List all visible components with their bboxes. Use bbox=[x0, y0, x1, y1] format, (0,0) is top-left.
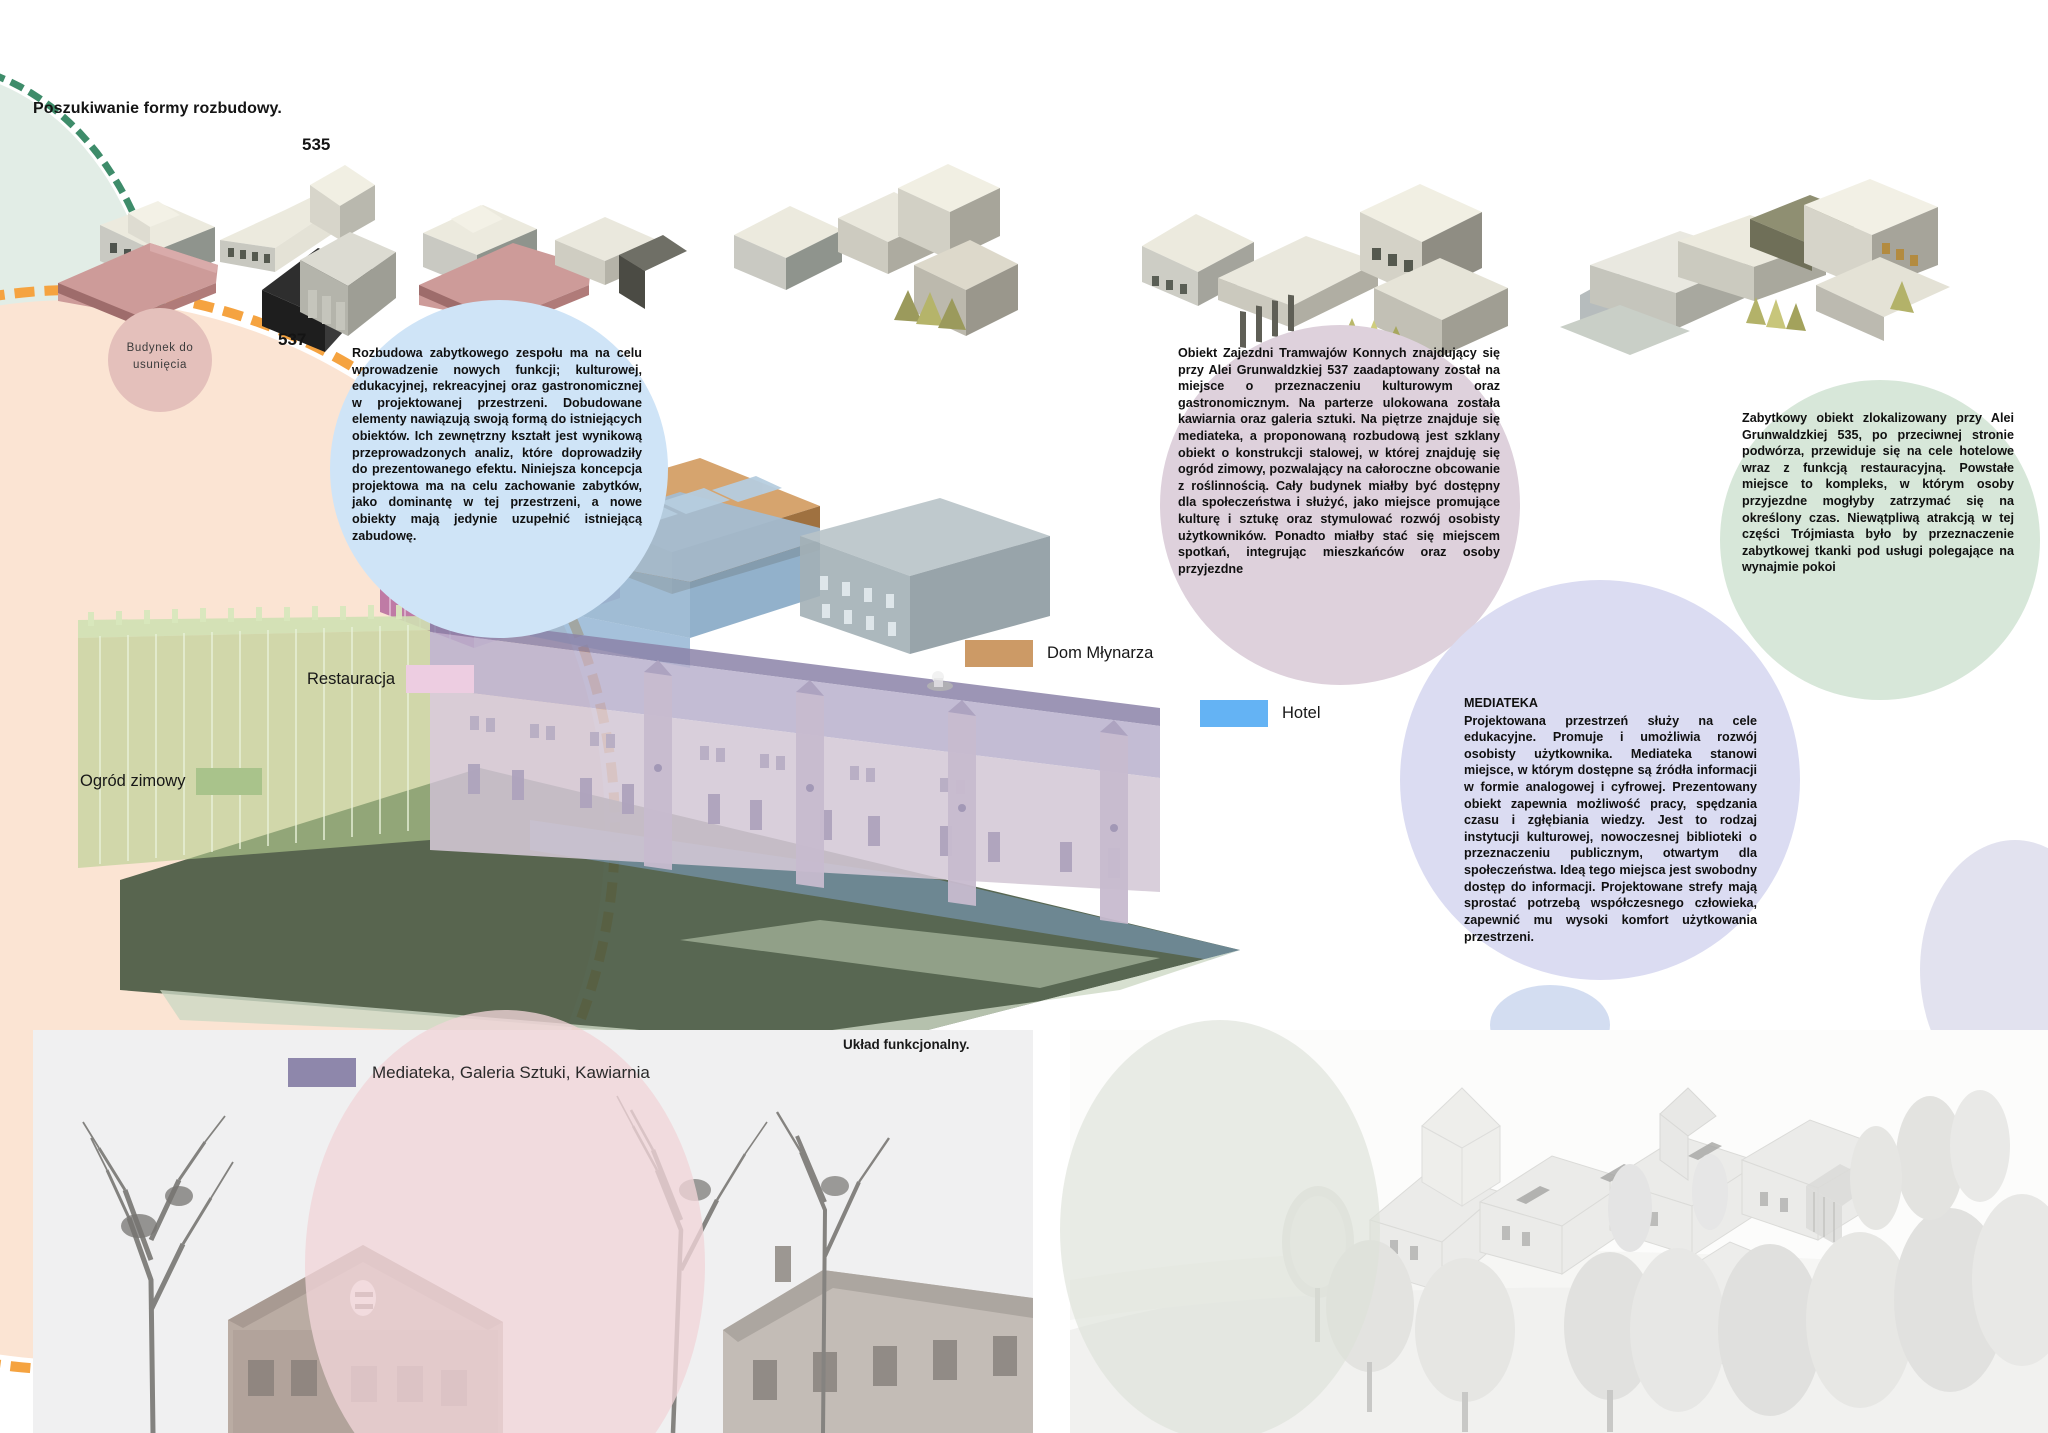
existing-wing-right bbox=[800, 498, 1050, 654]
callout-text-green-body: Zabytkowy obiekt zlokalizowany przy Alei… bbox=[1742, 411, 2014, 575]
legend-swatch-hotel bbox=[1200, 700, 1268, 727]
decorative-oval-grey bbox=[1060, 1020, 1380, 1433]
label-537: 537 bbox=[278, 330, 307, 349]
label-535: 535 bbox=[302, 135, 331, 154]
callout-text-mauve-body: Obiekt Zajezdni Tramwajów Konnych znajdu… bbox=[1178, 346, 1500, 576]
legend-label-hotel: Hotel bbox=[1282, 704, 1321, 722]
callout-text-blue-body: Rozbudowa zabytkowego zespołu ma na celu… bbox=[352, 346, 642, 543]
demolish-marker-circle bbox=[108, 308, 212, 412]
legend-label-dom-mlynarza: Dom Młynarza bbox=[1047, 644, 1154, 662]
legend-label-restauracja: Restauracja bbox=[307, 669, 396, 688]
legend-item-restauracja: Restauracja bbox=[307, 665, 475, 693]
demolish-line-2: usunięcia bbox=[133, 358, 187, 371]
callout-text-lavender-body: Projektowana przestrzeń służy na cele ed… bbox=[1464, 713, 1757, 944]
decorative-oval-pink bbox=[305, 1010, 705, 1433]
massing-study-4 bbox=[718, 140, 1038, 380]
ogrod-zimowy-volume bbox=[78, 605, 430, 868]
callout-text-blue: Rozbudowa zabytkowego zespołu ma na celu… bbox=[352, 345, 642, 544]
massing-study-6-render bbox=[1560, 145, 2030, 375]
callout-bubble-mauve bbox=[1160, 325, 1520, 685]
callout-text-mauve: Obiekt Zajezdni Tramwajów Konnych znajdu… bbox=[1178, 345, 1500, 578]
legend-item-mediateka: Mediateka, Galeria Sztuki, Kawiarnia bbox=[288, 1058, 650, 1087]
legend-label-mediateka: Mediateka, Galeria Sztuki, Kawiarnia bbox=[372, 1062, 650, 1082]
page-title: Poszukiwanie formy rozbudowy. bbox=[33, 100, 282, 117]
massing-study-1 bbox=[40, 165, 280, 330]
callout-bubble-blue bbox=[330, 300, 668, 638]
mediateka-heading: MEDIATEKA bbox=[1464, 696, 1538, 710]
legend-item-dom-mlynarza: Dom Młynarza bbox=[965, 640, 1153, 667]
legend-swatch-mediateka bbox=[288, 1058, 356, 1087]
legend-item-ogrod-zimowy: Ogród zimowy bbox=[80, 768, 263, 795]
legend-swatch-restauracja bbox=[406, 665, 475, 693]
callout-bubble-lavender bbox=[1400, 580, 1800, 980]
callout-bubble-green bbox=[1720, 380, 2040, 700]
massing-study-2 bbox=[200, 140, 450, 370]
courtyard-figure bbox=[927, 671, 953, 691]
legend-swatch-dom-mlynarza bbox=[965, 640, 1033, 667]
mediateka-volume bbox=[430, 616, 1160, 924]
demolish-marker-label: Budynek do usunięcia bbox=[108, 340, 212, 373]
massing-study-5 bbox=[1120, 150, 1560, 410]
demolish-line-1: Budynek do bbox=[126, 342, 194, 354]
caption-uklad-funkcjonalny: Układ funkcjonalny. bbox=[843, 1037, 970, 1052]
callout-text-green: Zabytkowy obiekt zlokalizowany przy Alei… bbox=[1742, 410, 2014, 576]
legend-swatch-ogrod-zimowy bbox=[196, 768, 263, 795]
legend-label-ogrod-zimowy: Ogród zimowy bbox=[80, 772, 186, 790]
legend-item-hotel: Hotel bbox=[1200, 700, 1321, 727]
callout-text-lavender: MEDIATEKA Projektowana przestrzeń służy … bbox=[1464, 695, 1757, 945]
